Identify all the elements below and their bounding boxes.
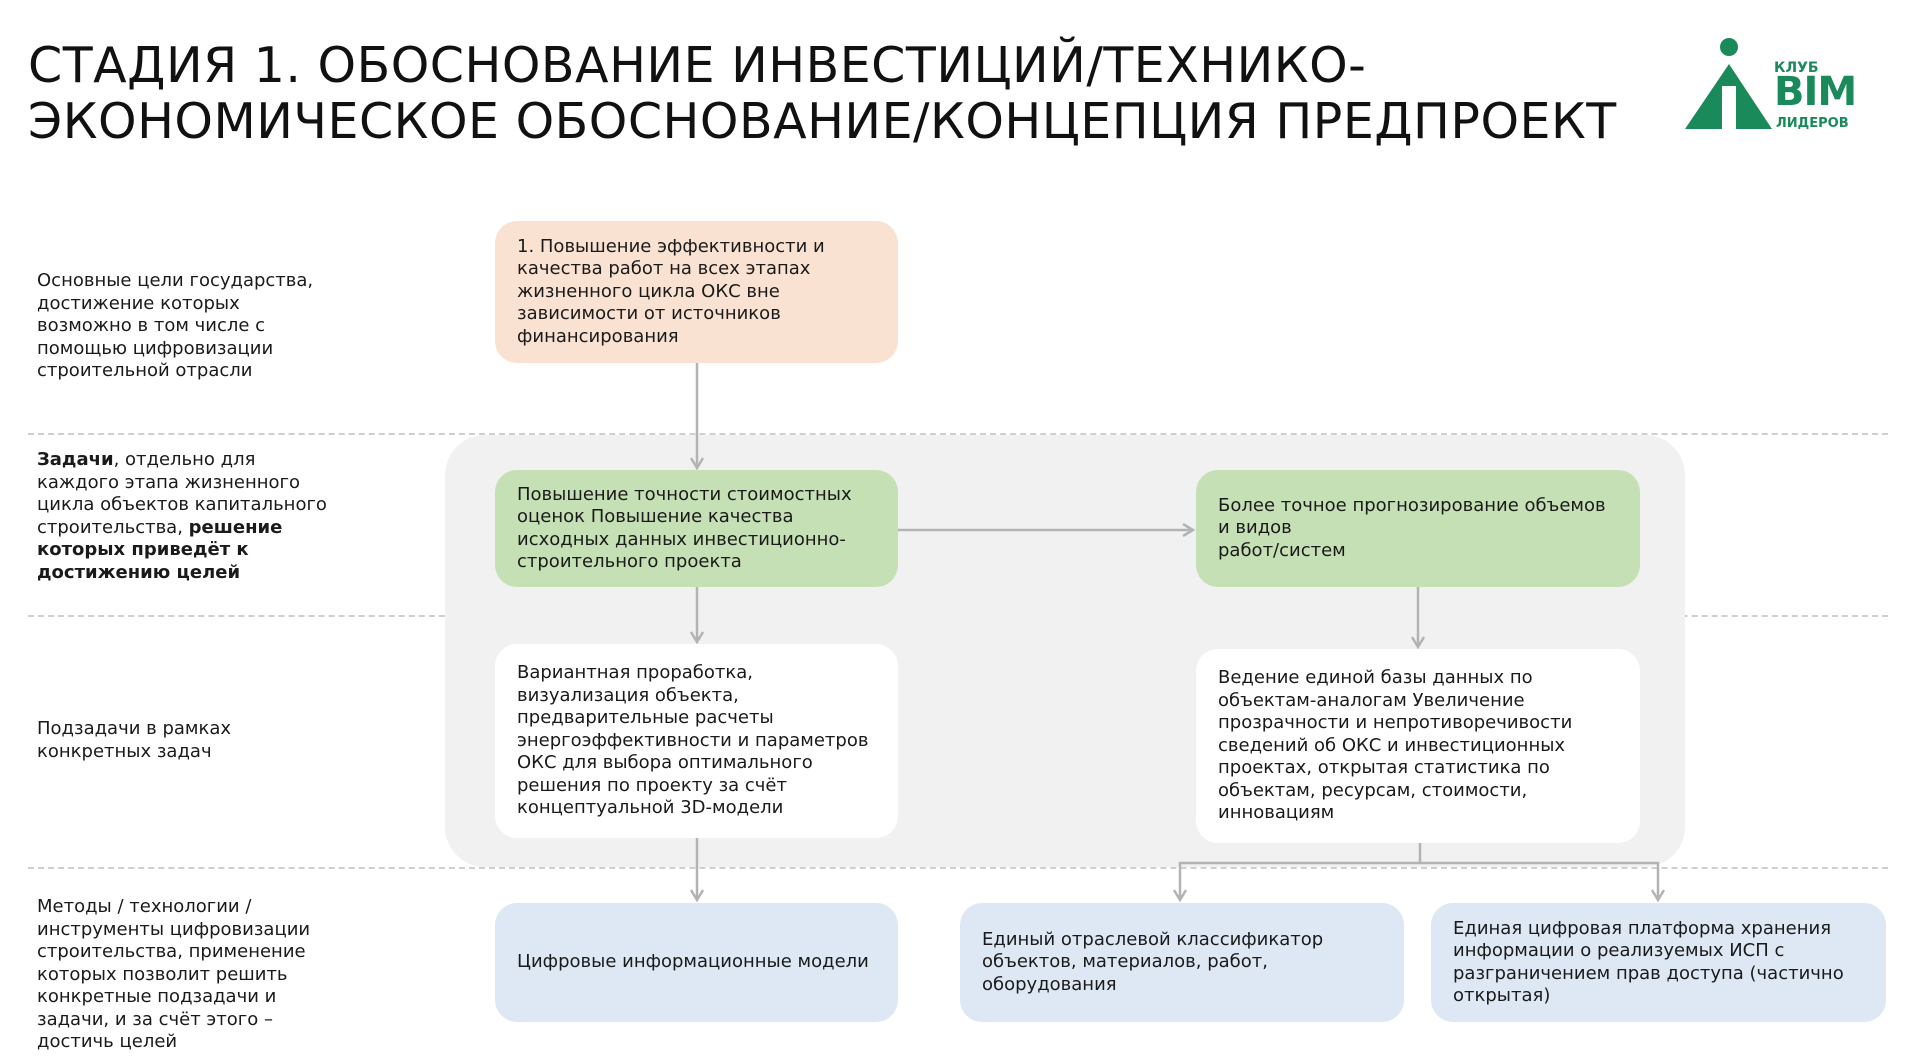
logo-text-liderov: ЛИДЕРОВ [1776, 116, 1849, 131]
task-box-left: Повышение точности стоимостных оценок По… [495, 470, 898, 587]
subtask-box-right: Ведение единой базы данных по объектам-а… [1196, 649, 1640, 843]
row-label-tasks: Задачи, отдельно для каждого этапа жизне… [37, 449, 327, 584]
logo-text-bim: BIM [1774, 69, 1857, 115]
page-title-line-2: ЭКОНОМИЧЕСКОЕ ОБОСНОВАНИЕ/КОНЦЕПЦИЯ ПРЕД… [28, 93, 1617, 150]
page-title-line-1: СТАДИЯ 1. ОБОСНОВАНИЕ ИНВЕСТИЦИЙ/ТЕХНИКО… [28, 37, 1367, 94]
row-label-tasks-bold-1: Задачи [37, 449, 114, 470]
task-box-right: Более точное прогнозирование объемов и в… [1196, 470, 1640, 587]
row-label-subtasks: Подзадачи в рамках конкретных задач [37, 718, 232, 762]
subtask-box-left: Вариантная проработка, визуализация объе… [495, 644, 898, 838]
task-box-right-text-line-1: Более точное прогнозирование объемов и в… [1218, 494, 1606, 539]
row-divider-3 [28, 867, 1888, 869]
task-box-left-text: Повышение точности стоимостных оценок По… [517, 483, 852, 573]
goal-box-text: 1. Повышение эффективности и качества ра… [517, 235, 825, 347]
method-box-2: Единый отраслевой классификатор объектов… [960, 903, 1404, 1022]
row-label-goals: Основные цели государства, достижение ко… [37, 270, 314, 381]
method-box-1: Цифровые информационные модели [495, 903, 898, 1022]
subtask-box-left-text: Вариантная проработка, визуализация объе… [517, 662, 869, 819]
row-label-tasks-regular: , отдельно для каждого этапа жизненного … [37, 449, 327, 538]
row-divider-1 [28, 433, 1888, 435]
logo-figure-icon [1685, 38, 1772, 129]
goal-box: 1. Повышение эффективности и качества ра… [495, 221, 898, 363]
method-box-3-text: Единая цифровая платформа хранения инфор… [1453, 917, 1844, 1007]
subtask-box-right-text: Ведение единой базы данных по объектам-а… [1218, 667, 1573, 824]
branch-subtask-right-2 [1420, 861, 1658, 900]
method-box-2-text: Единый отраслевой классификатор объектов… [982, 928, 1324, 995]
task-box-right-text: Более точное прогнозирование объемов и в… [1218, 495, 1618, 563]
method-box-1-text: Цифровые информационные модели [517, 951, 869, 973]
logo-text-klub: КЛУБ [1774, 60, 1819, 76]
page-title: СТАДИЯ 1. ОБОСНОВАНИЕ ИНВЕСТИЦИЙ/ТЕХНИКО… [28, 38, 1668, 150]
branch-subtask-right [1180, 843, 1422, 900]
row-label-methods: Методы / технологии / инструменты цифров… [37, 896, 311, 1052]
row-label-tasks-bold-2: решение которых приведёт к достижению це… [37, 516, 283, 583]
bim-club-logo: КЛУБ BIM ЛИДЕРОВ [1682, 34, 1887, 134]
task-box-right-text-line-2: работ/систем [1218, 539, 1346, 561]
method-box-3: Единая цифровая платформа хранения инфор… [1431, 903, 1886, 1022]
